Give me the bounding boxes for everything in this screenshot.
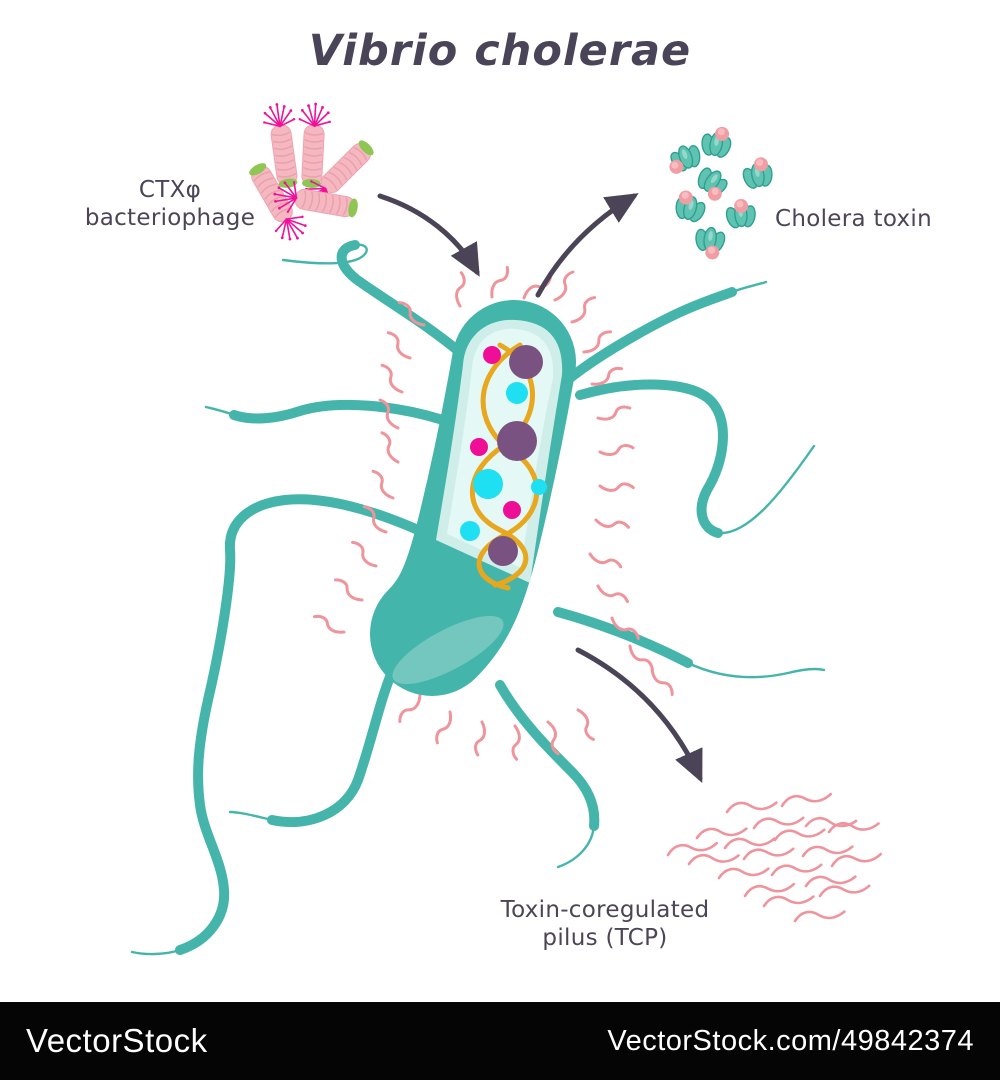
arrow-phage-to-bacterium	[377, 193, 480, 277]
flagella	[130, 240, 826, 956]
watermark-bar: VectorStock VectorStock.com/49842374	[0, 1002, 1000, 1080]
watermark-brand: VectorStock	[26, 1022, 208, 1059]
label-tcp-line2: pilus (TCP)	[542, 925, 668, 951]
vibrio-cholerae-diagram	[130, 100, 883, 956]
label-tcp: Toxin-coregulated pilus (TCP)	[470, 896, 740, 952]
label-ctx-bacteriophage: CTXφ bacteriophage	[60, 176, 280, 232]
label-ctx-line2: bacteriophage	[84, 205, 256, 231]
body-shine-small	[532, 574, 564, 626]
arrow-bacterium-to-toxin	[535, 193, 639, 298]
arrow-bacterium-to-tcp	[575, 647, 703, 784]
label-cholera-toxin: Cholera toxin	[775, 206, 932, 232]
granules	[460, 345, 547, 566]
label-ctx-line1: CTXφ	[138, 177, 202, 203]
body-shine	[392, 615, 504, 685]
cholera-toxin-icon	[665, 126, 778, 260]
page-title: Vibrio cholerae	[308, 26, 692, 76]
label-tcp-line1: Toxin-coregulated	[500, 897, 710, 923]
bacterium-body	[370, 300, 576, 696]
watermark-attribution: VectorStock.com/49842374	[607, 1024, 974, 1057]
